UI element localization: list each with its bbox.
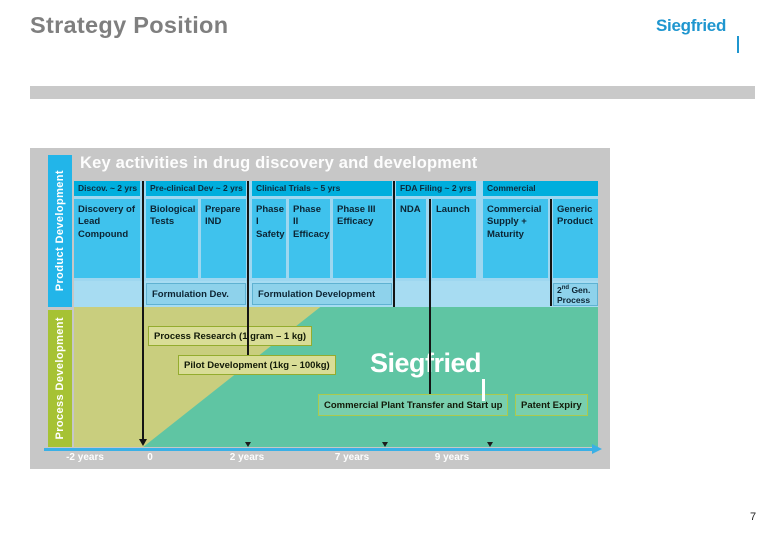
activity-cell-phase3: Phase III Efficacy bbox=[333, 199, 392, 278]
axis-tick-icon bbox=[382, 442, 388, 447]
siegfried-logo: Siegfried bbox=[656, 16, 727, 35]
phase-divider-line-0yrs bbox=[142, 181, 144, 441]
process-development-bar: Process Development bbox=[48, 310, 72, 447]
commercial-transfer-label: Commercial Plant Transfer and Start up bbox=[318, 394, 509, 416]
axis-label-minus2: -2 years bbox=[66, 452, 104, 463]
page-number: 7 bbox=[750, 511, 757, 523]
activity-cell-nda: NDA bbox=[396, 199, 426, 278]
phase-header-fda: FDA Filing ~ 2 yrs bbox=[396, 181, 476, 196]
activity-cell-generic: Generic Product bbox=[553, 199, 598, 278]
phase-header-preclinical: Pre-clinical Dev ~ 2 yrs bbox=[146, 181, 246, 196]
phase-divider-line-launch bbox=[429, 199, 431, 394]
siegfried-watermark: Siegfried bbox=[370, 348, 482, 378]
second-gen-sup: nd bbox=[561, 285, 570, 291]
siegfried-logo-mark-icon bbox=[737, 36, 739, 53]
phase-header-clinical: Clinical Trials ~ 5 yrs bbox=[252, 181, 392, 196]
axis-tick-icon bbox=[487, 442, 493, 447]
patent-expiry-label: Patent Expiry bbox=[515, 394, 588, 416]
diagram-panel: Key activities in drug discovery and dev… bbox=[30, 148, 610, 469]
header-rule bbox=[30, 86, 755, 99]
axis-label-9y: 9 years bbox=[434, 452, 470, 463]
axis-label-2y: 2 years bbox=[229, 452, 265, 463]
activity-cell-phase1: Phase I Safety bbox=[252, 199, 286, 278]
phase-divider-line-clinical-fda bbox=[393, 181, 395, 307]
diagram-title: Key activities in drug discovery and dev… bbox=[80, 154, 478, 172]
product-development-bar: Product Development bbox=[48, 155, 72, 307]
process-research-label: Process Research (1 gram – 1 kg) bbox=[148, 326, 313, 346]
pilot-development-label: Pilot Development (1kg – 100kg) bbox=[178, 355, 336, 375]
activity-cell-phase2: Phase II Efficacy bbox=[289, 199, 330, 278]
second-gen-process-box: 2nd Gen. Process bbox=[553, 283, 598, 306]
activity-cell-launch: Launch bbox=[432, 199, 476, 278]
timeline-axis bbox=[44, 448, 594, 451]
activity-cell-discovery: Discovery of Lead Compound bbox=[74, 199, 140, 278]
phase-divider-line-generic bbox=[550, 199, 552, 306]
second-gen-gen: Gen. bbox=[569, 284, 591, 295]
phase-divider-line-2yrs bbox=[247, 181, 249, 355]
formulation-development-box: Formulation Development bbox=[252, 283, 392, 305]
process-development-label: Process Development bbox=[54, 317, 66, 440]
second-gen-prefix: 2 bbox=[557, 284, 562, 295]
phase-header-discovery: Discov. ~ 2 yrs bbox=[74, 181, 140, 196]
zero-arrow-icon bbox=[139, 439, 147, 446]
formulation-dev-box: Formulation Dev. bbox=[146, 283, 246, 305]
product-development-label: Product Development bbox=[54, 170, 66, 292]
page-title: Strategy Position bbox=[30, 12, 229, 38]
axis-label-0: 0 bbox=[147, 452, 153, 463]
siegfried-watermark-mark-icon bbox=[482, 379, 485, 401]
axis-tick-icon bbox=[245, 442, 251, 447]
second-gen-line2: Process bbox=[557, 294, 591, 305]
activity-cell-biological: Biological Tests bbox=[146, 199, 198, 278]
activity-cell-commercial-supply: Commercial Supply + Maturity bbox=[483, 199, 548, 278]
axis-label-7y: 7 years bbox=[334, 452, 370, 463]
activity-cell-prepare-ind: Prepare IND bbox=[201, 199, 246, 278]
axis-arrow-icon bbox=[592, 444, 602, 454]
phase-header-commercial: Commercial bbox=[483, 181, 598, 196]
